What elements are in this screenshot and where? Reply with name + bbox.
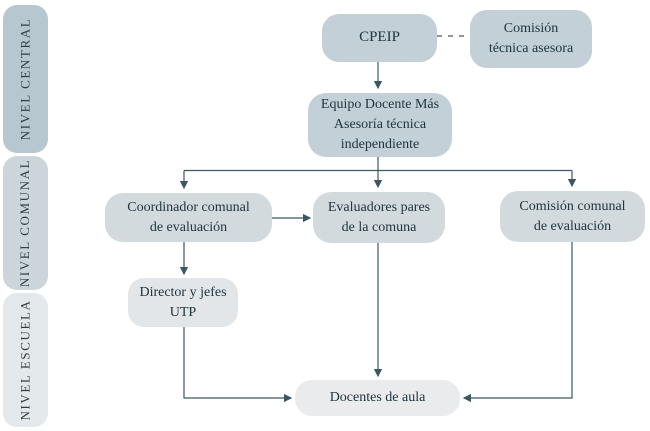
node-docentes-de-aula: Docentes de aula — [295, 380, 460, 416]
level-label-comunal: NIVEL COMUNAL — [17, 158, 33, 288]
level-label-escuela: NIVEL ESCUELA — [17, 299, 33, 421]
node-comision-comunal: Comisión comunal de evaluación — [500, 191, 645, 242]
node-evaluadores-pares: Evaluadores pares de la comuna — [313, 192, 445, 243]
level-label-central: NIVEL CENTRAL — [17, 17, 33, 141]
node-cpeip: CPEIP — [322, 14, 437, 62]
node-comision-tecnica-asesora: Comisión técnica asesora — [470, 10, 592, 68]
node-coordinador-comunal: Coordinador comunal de evaluación — [105, 193, 272, 242]
node-equipo-docente-mas: Equipo Docente Más Asesoría técnica inde… — [308, 93, 452, 157]
edge-comision-comunal-docentes — [462, 242, 573, 403]
edge-director-docentes — [183, 327, 293, 403]
node-director-jefes-utp: Director y jefes UTP — [128, 278, 238, 327]
level-bar-nivel-central: NIVEL CENTRAL — [3, 5, 48, 153]
level-bar-nivel-escuela: NIVEL ESCUELA — [3, 293, 48, 427]
level-bar-nivel-comunal: NIVEL COMUNAL — [3, 156, 48, 290]
